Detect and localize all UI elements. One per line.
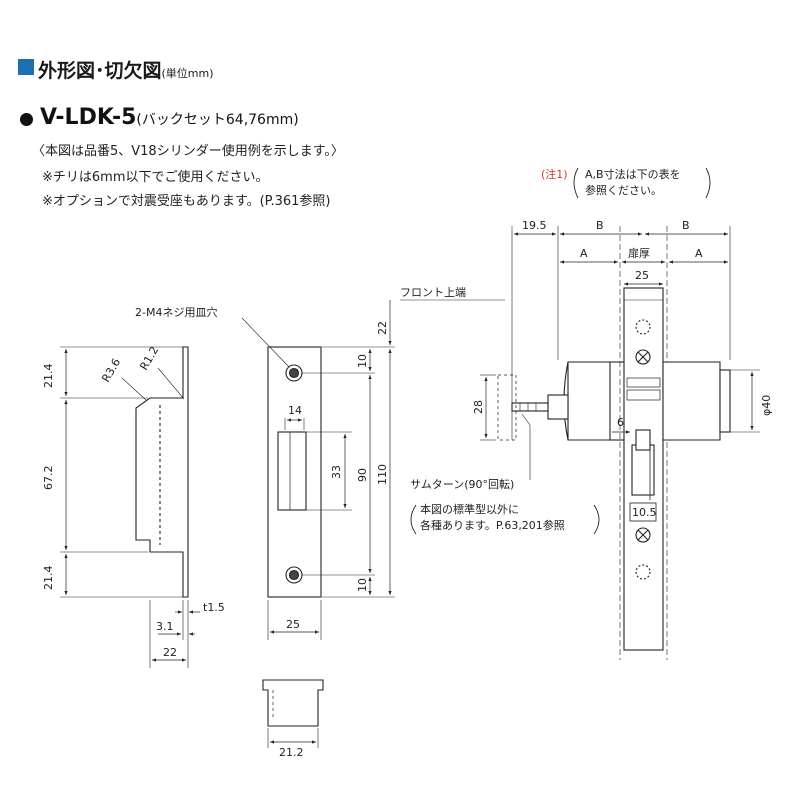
dim-front-33: 33 [330,465,343,479]
strike-plate-profile [60,346,200,668]
backset-text: (バックセット64,76mm) [136,112,299,128]
dim-t15: t1.5 [203,601,225,614]
note-line-3: ※オプションで対震受座もあります。(P.361参照) [42,194,331,209]
dim-lock-door: 扉厚 [628,247,650,260]
model-heading: V-LDK-5(バックセット64,76mm) [40,105,299,130]
dim-lock-A1: A [580,247,588,260]
dim-strike-mid: 67.2 [42,466,55,491]
dim-front-22: 22 [376,321,389,335]
std-note-line-1: 本図の標準型以外に [420,502,519,516]
front-plate [241,299,505,640]
note1-line-b: 参照ください。 [585,183,662,197]
std-note-line-2: 各種あります。P.63,201参照 [420,518,565,532]
dim-front-10-top: 10 [356,354,369,368]
front-edge-label: フロント上端 [400,286,466,299]
dim-front-14: 14 [288,404,302,417]
model-name: V-LDK-5 [40,105,137,130]
title-text: 外形図･切欠図 [38,60,162,82]
dim-lock-B1: B [596,219,604,232]
dim-r36: R3.6 [99,356,123,384]
dim-lock-105: 10.5 [632,506,657,519]
note-line-1: 〈本図は品番5、V18シリンダー使用例を示します。〉 [32,144,344,159]
note1-tag: (注1) [541,167,568,181]
dim-front-10-bot: 10 [356,578,369,592]
note-line-2: ※チリは6mm以下でご使用ください。 [42,170,269,185]
dim-lock-25: 25 [635,269,649,282]
thumbturn-label: サムターン(90°回転) [410,478,514,491]
page-title: 外形図･切欠図(単位mm) [38,56,214,83]
dim-front-90: 90 [356,468,369,482]
dim-cap-212: 21.2 [279,746,304,759]
dim-front-110: 110 [376,464,389,485]
std-note-bracket-right [593,504,600,535]
dim-front-25: 25 [286,618,300,631]
dim-lock-6: 6 [617,416,624,429]
note1-line-a: A,B寸法は下の表を [585,167,681,181]
dim-lock-A2: A [695,247,703,260]
dim-lock-195: 19.5 [522,219,547,232]
dim-31: 3.1 [156,620,174,633]
note1-bracket-left [573,167,579,199]
dim-lock-phi40: φ40 [760,395,773,416]
dim-lock-28: 28 [472,400,485,414]
strike-cap [262,679,324,748]
dim-strike-bot: 21.4 [42,566,55,591]
bullet-icon [20,113,33,126]
note1-bracket-right [705,167,711,199]
dim-r12: R1.2 [137,344,161,372]
unit-text: (単位mm) [161,67,214,80]
section-marker [18,59,34,75]
dim-strike-top: 21.4 [42,364,55,389]
std-note-bracket-left [410,504,417,535]
screw-hole-label: 2-M4ネジ用皿穴 [135,305,217,319]
dim-22: 22 [163,646,177,659]
lock-side-view [480,226,760,660]
dim-lock-B2: B [682,219,690,232]
